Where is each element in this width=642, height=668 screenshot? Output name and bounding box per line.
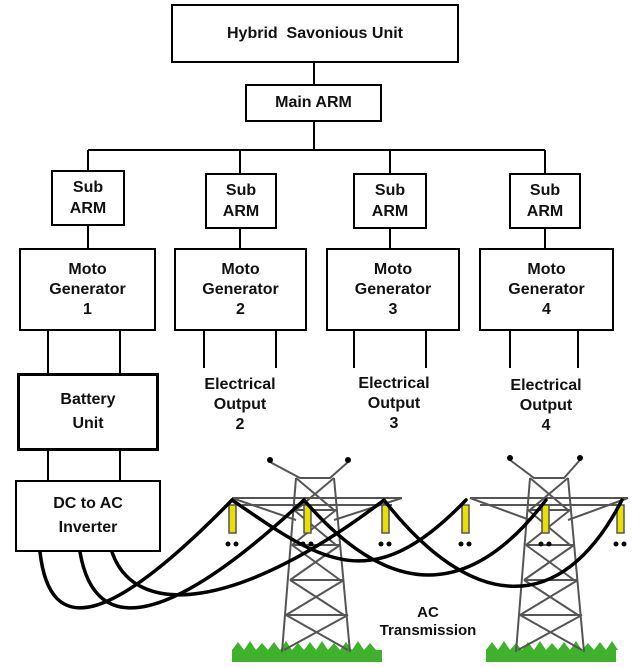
hybrid-savonious-unit-label: Hybrid Savonious Unit <box>226 24 403 42</box>
output-3-line1: Electrical <box>358 375 430 392</box>
sub-arm-4-line1: Sub <box>529 182 561 199</box>
electrical-output-2: Electrical Output 2 <box>180 375 300 435</box>
main-arm-box: Main ARM <box>245 84 382 122</box>
inverter-line1: DC to AC <box>53 495 123 512</box>
ac-transmission-line1: AC <box>417 604 439 621</box>
ac-transmission-label: AC Transmission <box>360 604 496 640</box>
output-3-line2: Output <box>367 395 421 412</box>
output-2-line1: Electrical <box>204 376 276 393</box>
sub-arm-3-line2: ARM <box>371 203 409 220</box>
grass-base-right <box>486 641 618 662</box>
output-4-line1: Electrical <box>510 377 582 394</box>
generator-1-number: 1 <box>83 300 92 318</box>
moto-generator-box-4: Moto Generator 4 <box>479 248 614 331</box>
hybrid-savonious-unit-box: Hybrid Savonious Unit <box>171 4 459 63</box>
output-2-line2: Output <box>213 396 267 413</box>
battery-line1: Battery <box>60 391 116 408</box>
generator-3-line1: Moto <box>373 260 413 278</box>
generator-3-line2: Generator <box>354 280 432 298</box>
generator-1-line1: Moto <box>68 260 107 278</box>
sub-arm-2-line2: ARM <box>222 203 260 220</box>
output-4-number: 4 <box>541 417 551 434</box>
grass-base-left <box>232 641 382 662</box>
dc-to-ac-inverter-box: DC to AC Inverter <box>15 480 161 552</box>
electrical-output-3: Electrical Output 3 <box>334 374 454 434</box>
generator-4-number: 4 <box>542 300 551 318</box>
generator-4-line1: Moto <box>527 260 566 278</box>
insulators <box>225 504 627 547</box>
inverter-line2: Inverter <box>58 519 118 536</box>
sub-arm-3-line1: Sub <box>374 182 406 199</box>
main-arm-label: Main ARM <box>275 94 352 111</box>
battery-line2: Unit <box>72 415 104 432</box>
ac-transmission-line2: Transmission <box>379 622 477 639</box>
generator-3-number: 3 <box>388 300 398 318</box>
sub-arm-4-line2: ARM <box>526 203 564 220</box>
sub-arm-1-line2: ARM <box>69 200 107 217</box>
generator-2-line1: Moto <box>221 260 260 278</box>
moto-generator-box-2: Moto Generator 2 <box>174 248 307 331</box>
sub-arm-2-line1: Sub <box>225 182 257 199</box>
power-cables <box>38 498 624 610</box>
battery-unit-box: Battery Unit <box>17 373 159 451</box>
output-3-number: 3 <box>389 415 399 432</box>
sub-arm-1-line1: Sub <box>72 179 104 196</box>
output-2-number: 2 <box>235 416 245 433</box>
electrical-output-4: Electrical Output 4 <box>486 376 606 436</box>
sub-arm-box-3: Sub ARM <box>353 173 427 229</box>
transmission-tower-right <box>469 459 629 653</box>
generator-2-line2: Generator <box>202 280 279 298</box>
sub-arm-box-4: Sub ARM <box>509 173 581 229</box>
moto-generator-box-3: Moto Generator 3 <box>326 248 460 331</box>
sub-arm-box-2: Sub ARM <box>205 173 277 229</box>
generator-1-line2: Generator <box>49 280 126 298</box>
generator-4-line2: Generator <box>508 280 585 298</box>
output-4-line2: Output <box>519 397 573 414</box>
sub-arm-box-1: Sub ARM <box>51 170 125 226</box>
generator-2-number: 2 <box>236 300 245 318</box>
transmission-tower-left <box>231 461 403 653</box>
moto-generator-box-1: Moto Generator 1 <box>19 248 156 331</box>
